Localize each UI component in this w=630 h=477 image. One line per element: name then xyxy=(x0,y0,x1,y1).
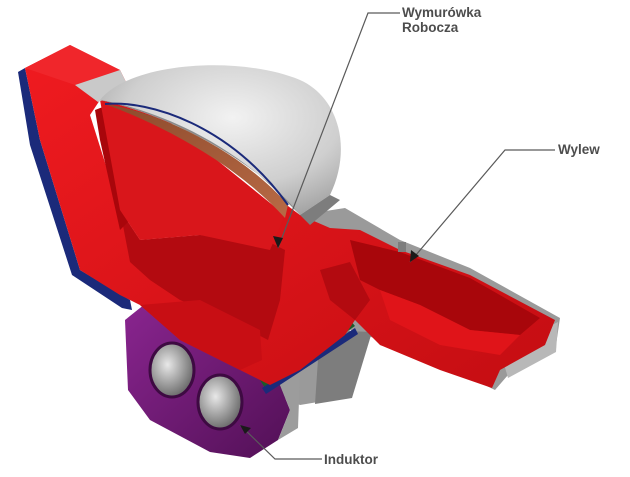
label-spout: Wylew xyxy=(558,142,600,157)
spout-stud xyxy=(398,242,406,252)
label-working-lining: Wymurówka xyxy=(402,5,482,20)
label-inductor: Induktor xyxy=(324,452,379,467)
inductor-channel-hole xyxy=(198,375,242,429)
lining-leader-line xyxy=(277,12,400,249)
inductor-channel-hole xyxy=(150,343,194,397)
inductor-block xyxy=(125,300,300,458)
label-working-lining-2: Robocza xyxy=(402,20,459,35)
inductor-leader-line xyxy=(239,424,322,460)
leader-arrowheads xyxy=(240,236,419,434)
leader-lines xyxy=(239,12,555,460)
spout-leader-line xyxy=(409,149,555,263)
